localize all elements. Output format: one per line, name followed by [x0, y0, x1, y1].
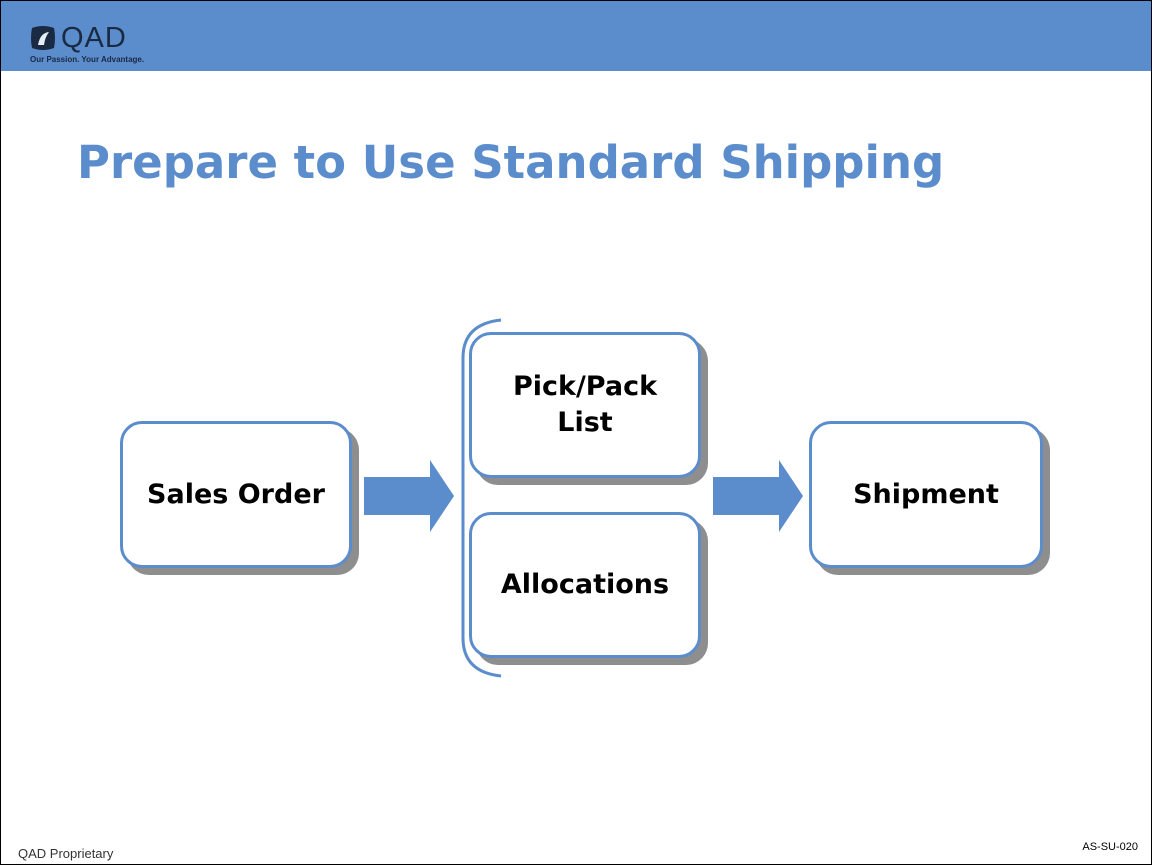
footer-proprietary: QAD Proprietary [18, 846, 114, 861]
node-shipment: Shipment [809, 421, 1043, 568]
arrow-right-icon [364, 460, 454, 532]
logo-tagline: Our Passion. Your Advantage. [30, 55, 145, 64]
node-label: Sales Order [147, 478, 325, 510]
node-label: Shipment [853, 478, 999, 510]
qad-logo-icon [31, 26, 55, 50]
arrow-right-icon [713, 460, 803, 532]
node-label: Allocations [500, 569, 670, 600]
logo-text: QAD [61, 22, 127, 54]
node-sales-order: Sales Order [120, 421, 352, 568]
node-allocations: Allocations [469, 512, 701, 658]
slide-title: Prepare to Use Standard Shipping [77, 136, 945, 189]
node-label: Pick/Pack List [512, 371, 658, 438]
header-bar: QAD Our Passion. Your Advantage. [1, 1, 1151, 71]
node-pick-pack-list: Pick/Pack List [469, 332, 701, 478]
footer-slide-id: AS-SU-020 [1082, 841, 1138, 853]
left-bracket [461, 318, 502, 678]
